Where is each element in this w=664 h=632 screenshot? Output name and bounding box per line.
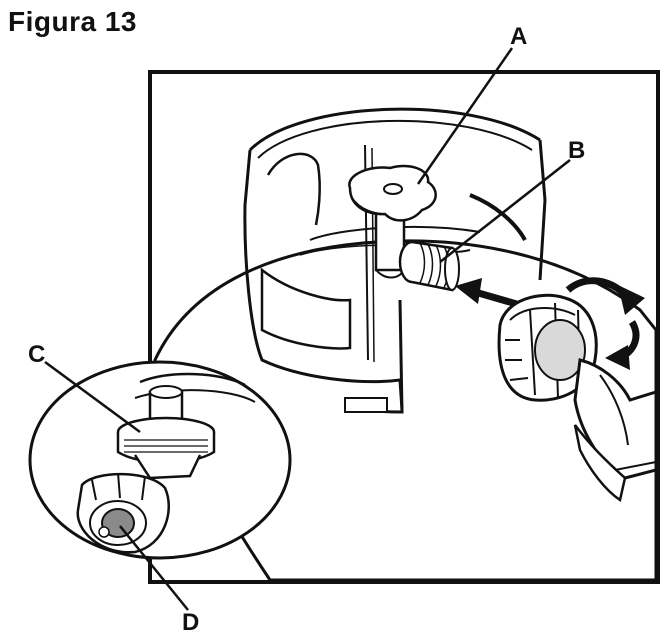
figure-title: Figura 13 [8,6,137,37]
rotation-arrow-icon [565,277,645,370]
callout-a: A [510,23,527,50]
hose-assembly [573,358,658,503]
detail-inset [28,360,292,560]
coupling-nut [497,293,598,402]
leader-line-a [416,47,514,185]
illustration-frame [148,70,660,584]
handwheel-valve [348,164,437,222]
callout-d: D [182,609,199,632]
connect-direction-arrow [455,278,521,309]
leader-line-b [439,159,571,263]
leader-line-c [44,360,141,434]
threaded-outlet [398,240,460,292]
callout-b: B [568,137,585,164]
callout-c: C [28,341,45,368]
leader-line-d [119,525,189,611]
